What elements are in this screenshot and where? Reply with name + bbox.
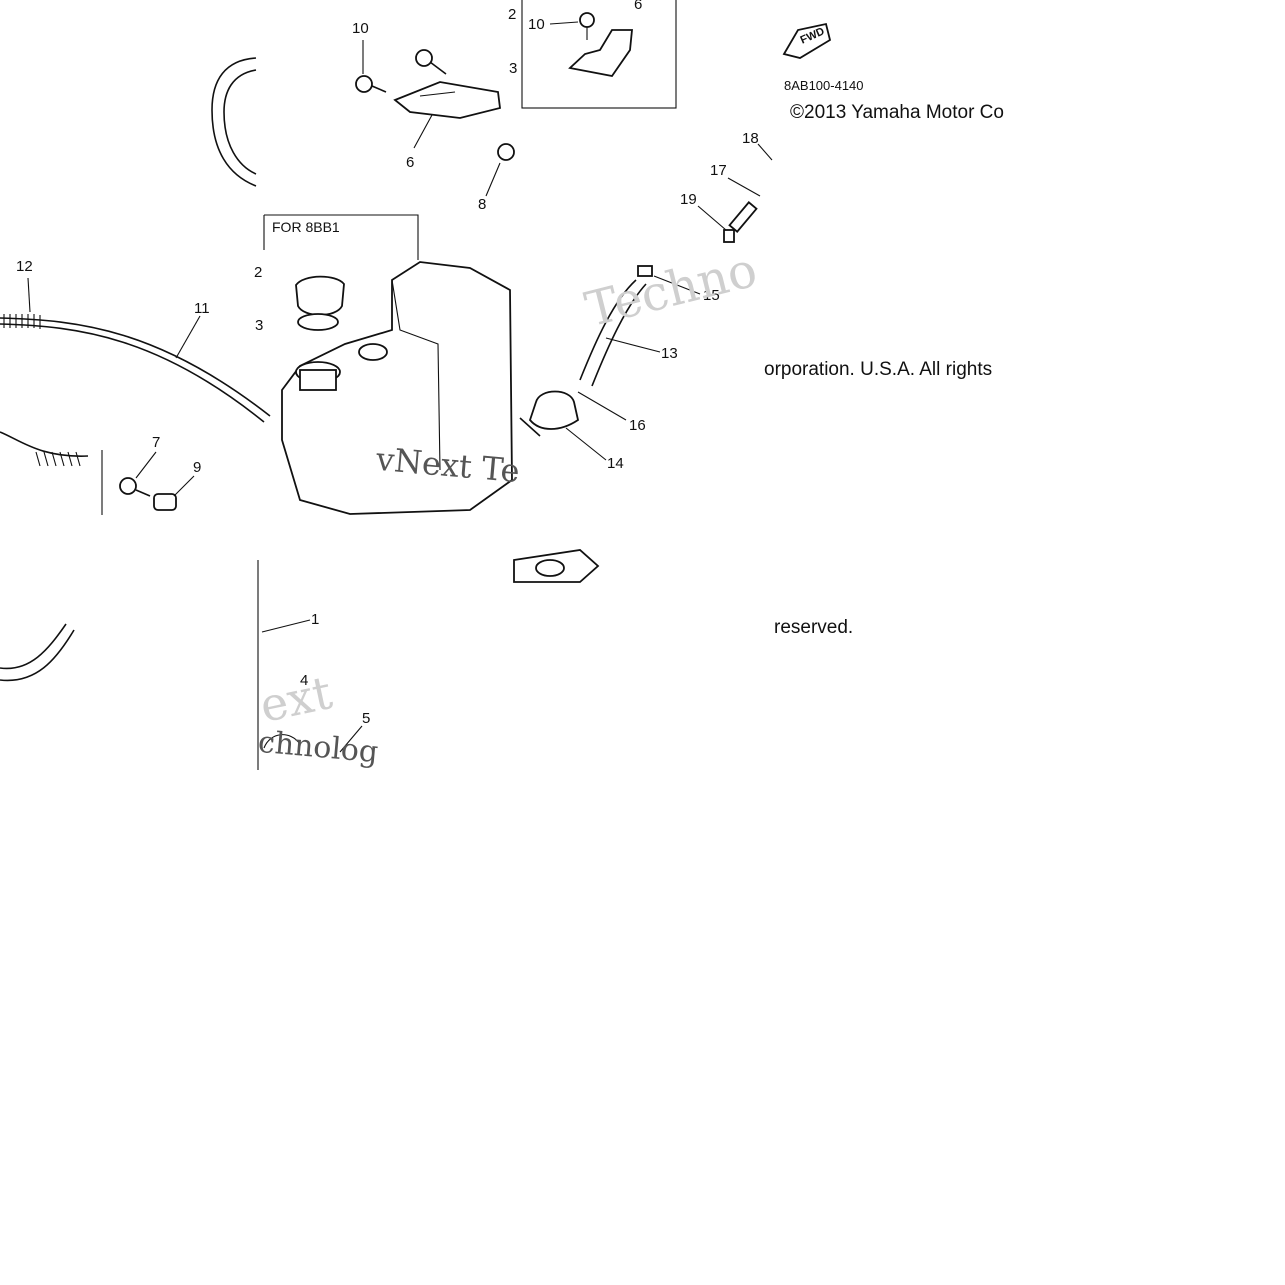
callout-3-b: 3: [255, 317, 264, 334]
callout-11: 11: [194, 300, 210, 317]
callout-13: 13: [661, 345, 678, 362]
callout-6-b: 6: [406, 154, 415, 171]
callout-8: 8: [478, 196, 487, 213]
callout-4: 4: [300, 672, 309, 689]
callout-6-a: 6: [634, 0, 643, 13]
callout-1: 1: [311, 611, 320, 628]
hose-13: [579, 279, 637, 381]
filler-cap-2: [295, 275, 345, 316]
callout-10-b: 10: [528, 16, 545, 33]
bolt-10: [355, 75, 373, 93]
box-label: FOR 8BB1: [272, 219, 340, 235]
copyright-line-2: orporation. U.S.A. All rights: [764, 359, 993, 380]
bolt-7: [119, 477, 137, 495]
filter-14: [528, 390, 580, 430]
callout-10-a: 10: [352, 20, 369, 37]
clip-15: [637, 265, 653, 277]
callout-2-a: 2: [508, 6, 517, 23]
callout-9: 9: [193, 459, 202, 476]
hose-top-left: [211, 57, 257, 187]
callout-3-a: 3: [509, 60, 518, 77]
copyright-line-1: ©2013 Yamaha Motor Co: [790, 102, 1004, 123]
inset-bolt-10: [579, 12, 595, 28]
collar-9: [153, 493, 177, 511]
washer-3: [297, 313, 339, 331]
inset-box: [521, 0, 677, 109]
spring-12: [3, 314, 41, 329]
hose-lower-left: [0, 623, 67, 670]
bracket-6: [393, 81, 501, 119]
callout-2-b: 2: [254, 264, 263, 281]
callout-5-a: 5: [362, 710, 371, 727]
callout-15: 15: [703, 287, 720, 304]
callout-17: 17: [710, 162, 727, 179]
hose-top-left-inner: [223, 69, 257, 175]
callout-12: 12: [16, 258, 33, 275]
fwd-arrow-icon: [782, 22, 832, 59]
callout-7: 7: [152, 434, 161, 451]
callout-14: 14: [607, 455, 624, 472]
copyright-line-3: reserved.: [774, 617, 854, 638]
oil-tank-1: [281, 261, 513, 515]
callout-18: 18: [742, 130, 759, 147]
diagram-code: 8AB100-4140: [784, 78, 864, 93]
clamp-19: [723, 229, 735, 243]
pipe-17: [728, 201, 758, 233]
inset-bracket-6: [568, 29, 633, 77]
nut-8: [497, 143, 515, 161]
hose-11: [0, 317, 271, 417]
callout-19: 19: [680, 191, 697, 208]
callout-16: 16: [629, 417, 646, 434]
